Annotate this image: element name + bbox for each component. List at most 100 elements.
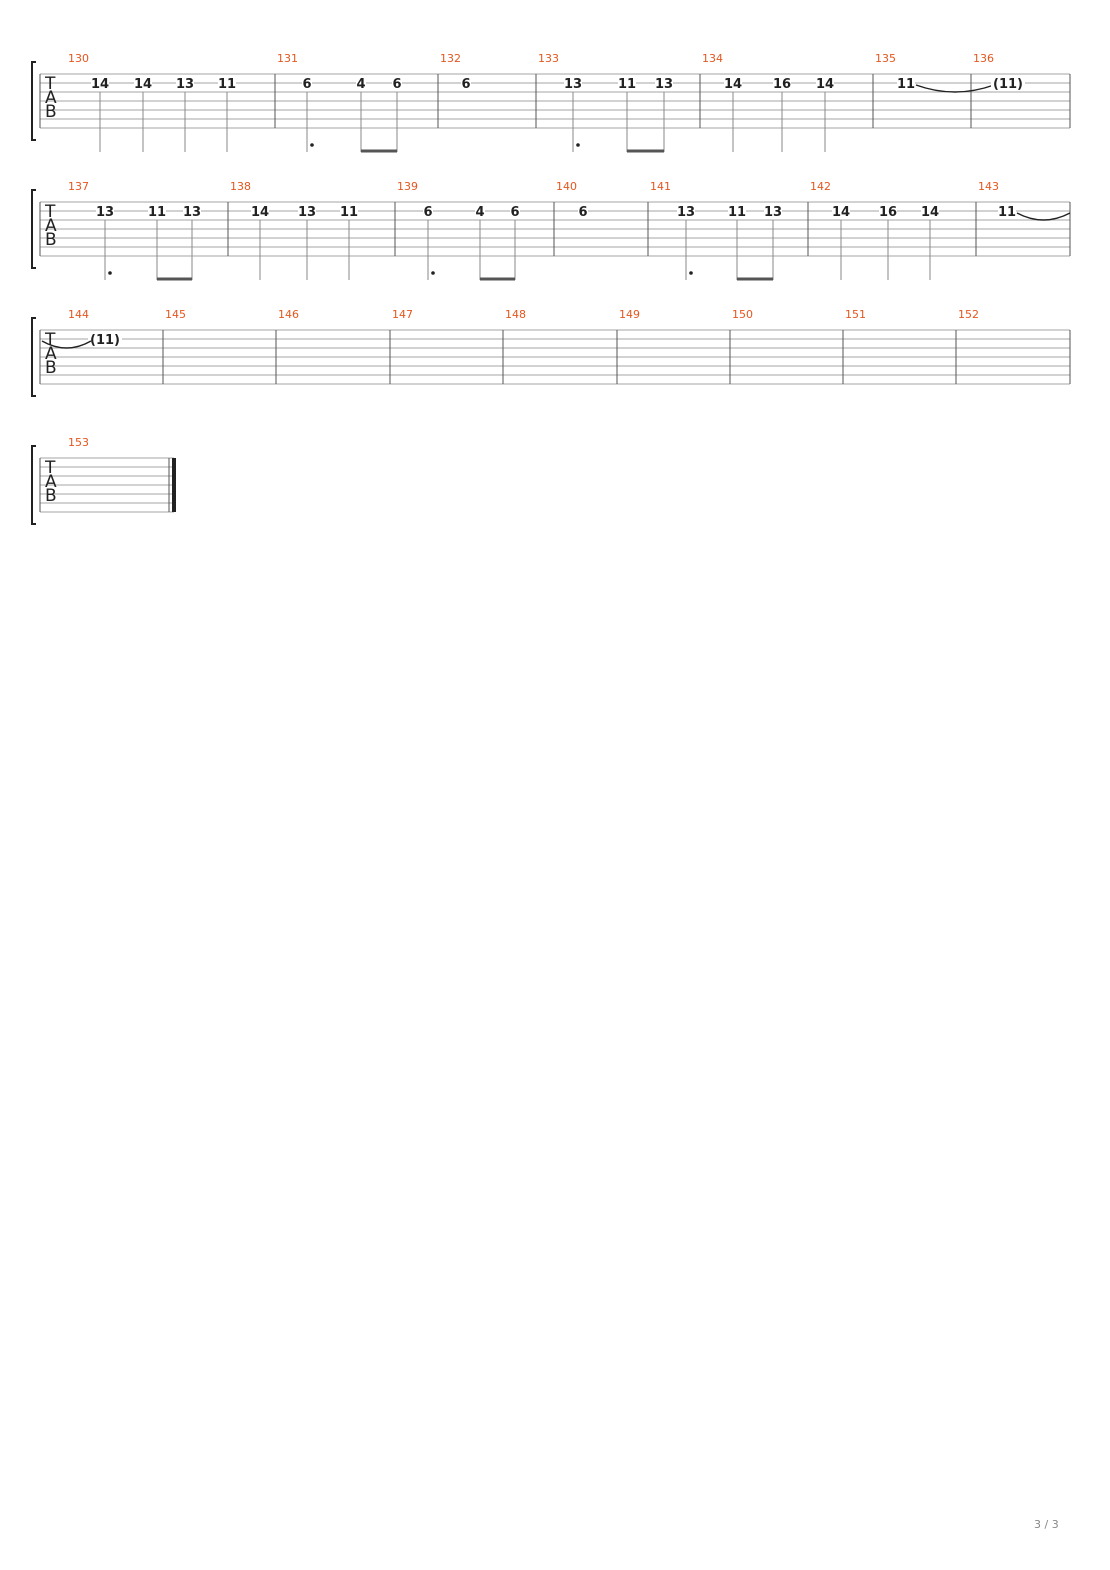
fret-number: 13 xyxy=(298,205,316,220)
measure: 146 xyxy=(278,308,391,384)
measure: 144(11) xyxy=(41,308,164,384)
fret-backing xyxy=(832,204,850,217)
fret-number: 11 xyxy=(618,77,636,92)
fret-number: 6 xyxy=(578,205,587,220)
page-number: 3 / 3 xyxy=(1034,1518,1059,1531)
measure-number: 130 xyxy=(68,52,89,65)
staff-bracket xyxy=(31,445,36,525)
measure: 147 xyxy=(392,308,504,384)
fret-backing xyxy=(998,204,1016,217)
fret-number: (11) xyxy=(993,77,1023,92)
measure-number: 138 xyxy=(230,180,251,193)
measure-number: 145 xyxy=(165,308,186,321)
fret-number: 4 xyxy=(356,77,365,92)
fret-backing xyxy=(392,76,402,89)
measure-number: 151 xyxy=(845,308,866,321)
fret-number: 11 xyxy=(218,77,236,92)
measure-number: 136 xyxy=(973,52,994,65)
fret-number: 13 xyxy=(176,77,194,92)
fret-backing xyxy=(340,204,358,217)
fret-backing xyxy=(88,332,122,345)
measure: 150 xyxy=(732,308,844,384)
measure-number: 141 xyxy=(650,180,671,193)
measure-number: 153 xyxy=(68,436,89,449)
fret-backing xyxy=(728,204,746,217)
measure: 148 xyxy=(505,308,618,384)
fret-number: 13 xyxy=(96,205,114,220)
fret-number: 13 xyxy=(764,205,782,220)
fret-number: 11 xyxy=(897,77,915,92)
tie-arc xyxy=(915,84,995,93)
measure-number: 137 xyxy=(68,180,89,193)
measure-number: 149 xyxy=(619,308,640,321)
fret-number: 16 xyxy=(773,77,791,92)
tab-clef-letter: B xyxy=(45,486,57,506)
fret-number: 13 xyxy=(655,77,673,92)
tab-clef-letter: T xyxy=(44,74,56,94)
fret-backing xyxy=(183,204,201,217)
fret-backing xyxy=(921,204,939,217)
measure-number: 135 xyxy=(875,52,896,65)
fret-number: 13 xyxy=(183,205,201,220)
measure: 149 xyxy=(619,308,731,384)
fret-number: 6 xyxy=(302,77,311,92)
fret-number: 16 xyxy=(879,205,897,220)
fret-backing xyxy=(356,76,366,89)
fret-backing xyxy=(897,76,915,89)
tab-clef-letter: T xyxy=(44,202,56,222)
measure-number: 152 xyxy=(958,308,979,321)
fret-backing xyxy=(618,76,636,89)
measure: 153 xyxy=(68,436,176,512)
fret-number: 13 xyxy=(564,77,582,92)
final-barline-thick xyxy=(172,458,176,512)
measure-number: 132 xyxy=(440,52,461,65)
fret-number: 13 xyxy=(677,205,695,220)
fret-number: 6 xyxy=(461,77,470,92)
rhythm-dot xyxy=(310,143,314,147)
measure-number: 143 xyxy=(978,180,999,193)
fret-number: 11 xyxy=(148,205,166,220)
tab-clef-letter: B xyxy=(45,358,57,378)
fret-backing xyxy=(724,76,742,89)
fret-number: 6 xyxy=(423,205,432,220)
fret-backing xyxy=(773,76,791,89)
fret-number: 6 xyxy=(392,77,401,92)
tab-clef-letter: T xyxy=(44,330,56,350)
rhythm-dot xyxy=(689,271,693,275)
fret-backing xyxy=(578,204,588,217)
fret-backing xyxy=(564,76,582,89)
fret-backing xyxy=(302,76,312,89)
measure: 151 xyxy=(845,308,957,384)
tab-clef-letter: A xyxy=(45,88,57,108)
measure: 133 13 11 13 xyxy=(538,52,701,153)
fret-backing xyxy=(510,204,520,217)
staff-bracket xyxy=(31,189,36,269)
staff-bracket xyxy=(31,61,36,141)
tab-clef-letter: A xyxy=(45,216,57,236)
measure: 136 (11) xyxy=(973,52,1071,128)
fret-number: 14 xyxy=(251,205,269,220)
fret-backing xyxy=(816,76,834,89)
measure-number: 144 xyxy=(68,308,89,321)
fret-number: 14 xyxy=(816,77,834,92)
fret-backing xyxy=(176,76,194,89)
fret-backing xyxy=(96,204,114,217)
measure-number: 131 xyxy=(277,52,298,65)
measure: 152 xyxy=(958,308,1071,384)
fret-backing xyxy=(298,204,316,217)
measure-number: 140 xyxy=(556,180,577,193)
fret-backing xyxy=(251,204,269,217)
measure-number: 147 xyxy=(392,308,413,321)
fret-backing xyxy=(475,204,485,217)
measure-number: 133 xyxy=(538,52,559,65)
tab-clef-letter: B xyxy=(45,102,57,122)
